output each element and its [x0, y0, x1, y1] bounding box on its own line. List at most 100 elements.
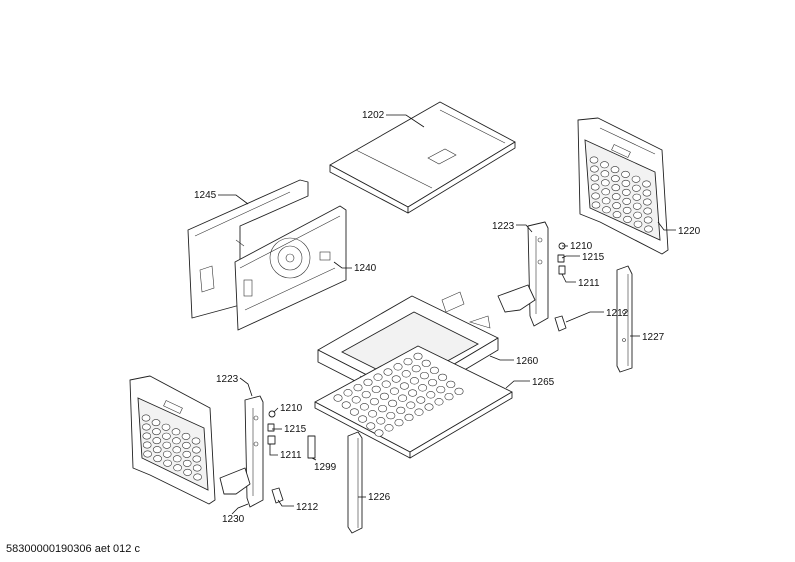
emboss-hole	[142, 432, 152, 440]
emboss-hole	[393, 363, 403, 371]
emboss-hole	[162, 450, 172, 458]
emboss-hole	[341, 401, 351, 409]
emboss-hole	[368, 410, 378, 418]
emboss-hole	[621, 179, 631, 187]
emboss-hole	[152, 437, 162, 445]
emboss-hole	[396, 406, 406, 415]
part-1265-bottom-plate	[314, 345, 513, 459]
emboss-hole	[633, 211, 642, 219]
emboss-hole	[610, 166, 620, 174]
emboss-hole	[173, 464, 182, 472]
part-1210-left-screw	[268, 410, 276, 418]
emboss-hole	[353, 383, 363, 392]
label-1226: 1226	[368, 492, 391, 503]
label-1299: 1299	[314, 462, 337, 473]
emboss-hole	[411, 364, 421, 373]
part-1215-right-clip	[557, 254, 565, 263]
emboss-hole	[419, 371, 429, 380]
emboss-hole	[408, 389, 418, 397]
emboss-hole	[621, 170, 630, 178]
emboss-hole	[152, 446, 162, 454]
part-1211-left-clip	[267, 435, 276, 445]
emboss-hole	[612, 202, 621, 210]
label-1230: 1230	[222, 514, 245, 525]
emboss-hole	[612, 211, 622, 219]
label-1211-left: 1211	[280, 450, 302, 461]
emboss-hole	[409, 377, 419, 385]
emboss-hole	[378, 404, 388, 413]
emboss-hole	[643, 216, 653, 224]
part-1223-right-bracket	[497, 221, 549, 327]
emboss-hole	[192, 464, 202, 472]
emboss-hole	[359, 403, 369, 411]
emboss-hole	[428, 378, 438, 387]
label-1202: 1202	[362, 110, 385, 121]
emboss-hole	[363, 378, 373, 387]
emboss-hole	[590, 165, 599, 173]
emboss-hole	[172, 446, 182, 454]
emboss-hole	[183, 468, 192, 476]
emboss-hole	[151, 419, 161, 427]
label-1240: 1240	[354, 263, 377, 274]
label-1220: 1220	[678, 226, 701, 237]
label-1227: 1227	[642, 332, 665, 343]
emboss-hole	[590, 174, 600, 182]
emboss-hole	[600, 179, 610, 187]
part-1202-top-cover	[329, 101, 516, 214]
part-1212-right-clip	[554, 315, 567, 332]
part-1223-left-bracket	[219, 395, 264, 508]
label-1265: 1265	[532, 377, 555, 388]
emboss-hole	[632, 184, 641, 192]
emboss-hole	[141, 414, 151, 422]
emboss-hole	[351, 396, 361, 404]
label-1212-right: 1212	[606, 308, 629, 319]
emboss-hole	[424, 403, 434, 411]
part-1226-strip	[347, 431, 363, 534]
emboss-hole	[162, 441, 172, 449]
emboss-hole	[590, 183, 600, 191]
emboss-hole	[623, 215, 632, 223]
emboss-hole	[413, 352, 423, 361]
emboss-hole	[401, 370, 411, 378]
part-1212-left-clip	[271, 487, 284, 504]
emboss-hole	[143, 450, 152, 458]
emboss-hole	[454, 387, 464, 396]
emboss-hole	[633, 220, 643, 228]
emboss-hole	[379, 392, 389, 401]
label-1211-right: 1211	[578, 278, 600, 289]
emboss-hole	[193, 473, 202, 481]
emboss-hole	[611, 175, 620, 183]
label-1212-left: 1212	[296, 502, 319, 513]
part-1215-left-clip	[267, 423, 275, 432]
emboss-hole	[642, 198, 652, 206]
emboss-hole	[632, 202, 642, 210]
emboss-hole	[191, 437, 201, 445]
label-1223-right: 1223	[492, 221, 515, 232]
emboss-hole	[418, 384, 428, 392]
part-1245-panel	[187, 179, 309, 319]
emboss-hole	[333, 394, 343, 402]
emboss-hole	[384, 424, 394, 432]
emboss-hole	[591, 201, 601, 209]
emboss-hole	[600, 170, 610, 178]
emboss-hole	[182, 459, 192, 467]
emboss-hole	[349, 408, 359, 416]
emboss-hole	[366, 422, 376, 430]
document-id: 58300000190306 aet 012 c	[6, 543, 140, 555]
emboss-hole	[153, 455, 162, 463]
emboss-hole	[381, 380, 391, 388]
emboss-hole	[388, 399, 398, 408]
emboss-hole	[416, 396, 426, 404]
emboss-hole	[358, 415, 368, 423]
emboss-hole	[642, 180, 651, 188]
part-1227-strip	[616, 265, 633, 373]
emboss-hole	[142, 423, 151, 431]
emboss-hole	[371, 385, 381, 394]
emboss-hole	[376, 417, 386, 425]
emboss-hole	[374, 429, 384, 437]
emboss-hole	[172, 437, 181, 445]
emboss-hole	[369, 397, 379, 406]
emboss-hole	[421, 359, 431, 368]
emboss-hole	[181, 432, 191, 440]
part-1230-left-side-wall	[129, 375, 216, 505]
